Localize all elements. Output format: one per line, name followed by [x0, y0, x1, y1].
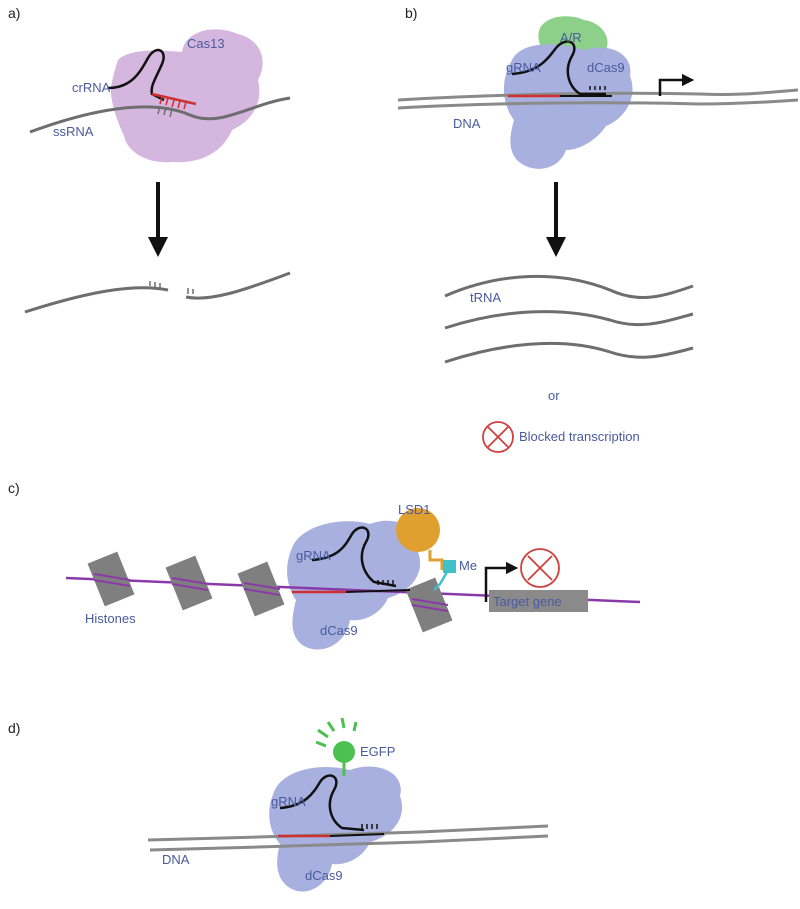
- target-gene-box: [489, 590, 588, 612]
- label-or: or: [548, 388, 560, 403]
- label-grna-b: gRNA: [506, 60, 541, 75]
- histone-1: [87, 551, 135, 607]
- panel-c: c): [8, 480, 641, 650]
- promoter-arrow-c: [484, 561, 519, 602]
- dna-strand-bottom-b: [397, 98, 799, 110]
- panel-d: d) EGFP gRNA DNA dCas9: [8, 717, 549, 892]
- panel-b-letter: b): [405, 5, 417, 21]
- label-dna-d: DNA: [162, 852, 190, 867]
- cleaved-ssrna-left: [24, 286, 169, 314]
- grna-guide-d: [279, 774, 365, 832]
- label-grna-d: gRNA: [271, 794, 306, 809]
- lsd1-protein: [396, 508, 440, 552]
- lsd1-linker: [428, 550, 444, 570]
- histone-2: [165, 555, 213, 611]
- transcript-2: [444, 310, 694, 330]
- promoter-arrow-b: [658, 73, 695, 96]
- dcas9-protein-c: [287, 520, 421, 650]
- label-ssrna: ssRNA: [53, 124, 94, 139]
- cleaved-right-stubs: [187, 288, 194, 294]
- methyl-linker: [433, 571, 449, 591]
- ssrna-base-pairs: [157, 105, 173, 118]
- cas13-protein: [110, 29, 263, 163]
- egfp-fluorophore: [315, 717, 358, 776]
- label-egfp: EGFP: [360, 744, 395, 759]
- label-dcas9-b: dCas9: [587, 60, 625, 75]
- blocked-icon-c: [520, 548, 560, 588]
- grna-stem-d: [361, 824, 378, 829]
- label-trna: tRNA: [470, 290, 501, 305]
- label-dcas9-d: dCas9: [305, 868, 343, 883]
- grna-guide-b: [511, 40, 606, 96]
- histone-3: [237, 561, 285, 617]
- cleaved-ssrna-right: [185, 271, 291, 300]
- label-ar: A/R: [560, 30, 582, 45]
- grna-stem-c: [377, 580, 394, 585]
- panel-a-letter: a): [8, 5, 20, 21]
- label-crrna: crRNA: [72, 80, 111, 95]
- dna-strand-top-b: [397, 88, 799, 102]
- crrna-base-pairs: [159, 96, 187, 110]
- crrna-guide: [107, 48, 165, 102]
- dna-strand-bottom-d: [149, 834, 549, 852]
- dcas9-protein-b: [503, 44, 633, 169]
- panel-b: b) A/R dCas9 gRNA DNA tRNA or Blocked tr…: [397, 5, 799, 453]
- grna-black-segment-c: [345, 589, 411, 593]
- grna-black-segment-d: [329, 833, 385, 837]
- panel-d-letter: d): [8, 720, 20, 736]
- label-dcas9-c: dCas9: [320, 623, 358, 638]
- cleaved-left-stubs: [149, 281, 161, 288]
- label-target-gene: Target gene: [493, 594, 562, 609]
- label-lsd1: LSD1: [398, 502, 431, 517]
- label-grna-c: gRNA: [296, 548, 331, 563]
- methyl-group: [443, 560, 456, 573]
- dna-strand-top-d: [147, 824, 549, 842]
- egfp-glow-rays: [315, 717, 358, 748]
- transcript-1: [444, 274, 694, 300]
- label-blocked-transcription: Blocked transcription: [519, 429, 640, 444]
- label-me: Me: [459, 558, 477, 573]
- label-dna-b: DNA: [453, 116, 481, 131]
- grna-guide-c: [311, 526, 397, 588]
- transcript-3: [444, 341, 694, 364]
- blocked-icon-b: [482, 421, 514, 453]
- crrna-red-segment: [151, 92, 197, 106]
- ssrna-strand: [29, 96, 291, 134]
- label-histones: Histones: [85, 611, 136, 626]
- label-cas13: Cas13: [187, 36, 225, 51]
- histone-4: [405, 577, 453, 633]
- dcas9-protein-d: [269, 766, 403, 892]
- panel-a: a) Cas13 crRNA ssRNA: [8, 5, 291, 314]
- panel-c-letter: c): [8, 480, 20, 496]
- grna-stem-b: [589, 86, 606, 90]
